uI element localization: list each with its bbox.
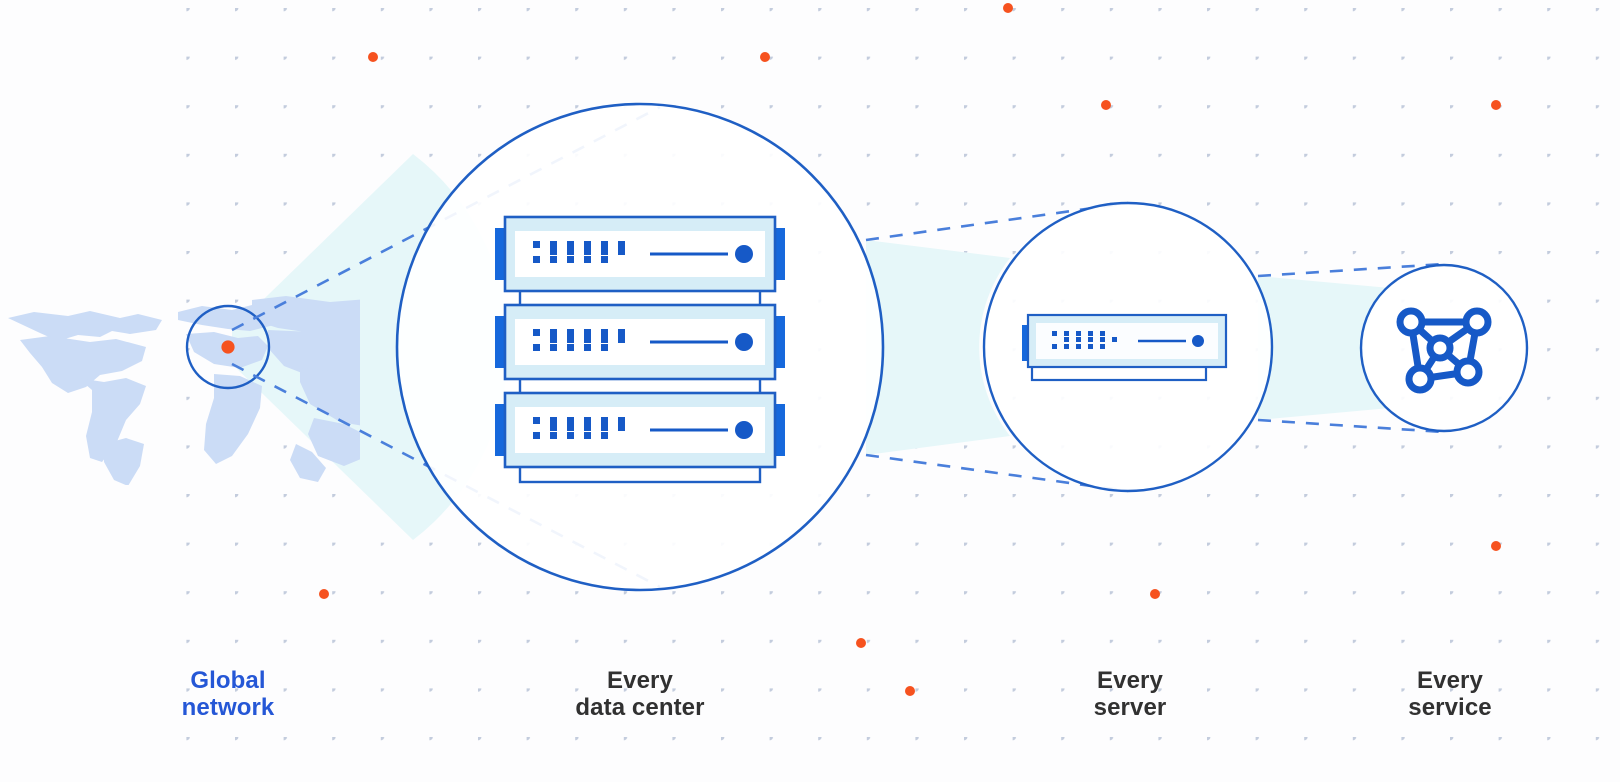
world-map-icon (8, 296, 360, 485)
server-rack-icon (495, 215, 785, 484)
accent-dots (319, 3, 1501, 696)
label-every-data-center: Every data center (575, 667, 705, 721)
label-every-server: Every server (1093, 667, 1167, 721)
label-every-service: Every service (1408, 667, 1492, 721)
rack-unit-3 (495, 391, 785, 469)
global-network-highlight (185, 304, 271, 390)
network-nodes-icon (1396, 307, 1492, 394)
map-marker-icon (221, 340, 235, 354)
rack-unit-2 (495, 303, 785, 381)
single-server-icon (1022, 313, 1228, 382)
label-global-network: Global network (181, 667, 275, 721)
rack-unit-1 (495, 215, 785, 293)
